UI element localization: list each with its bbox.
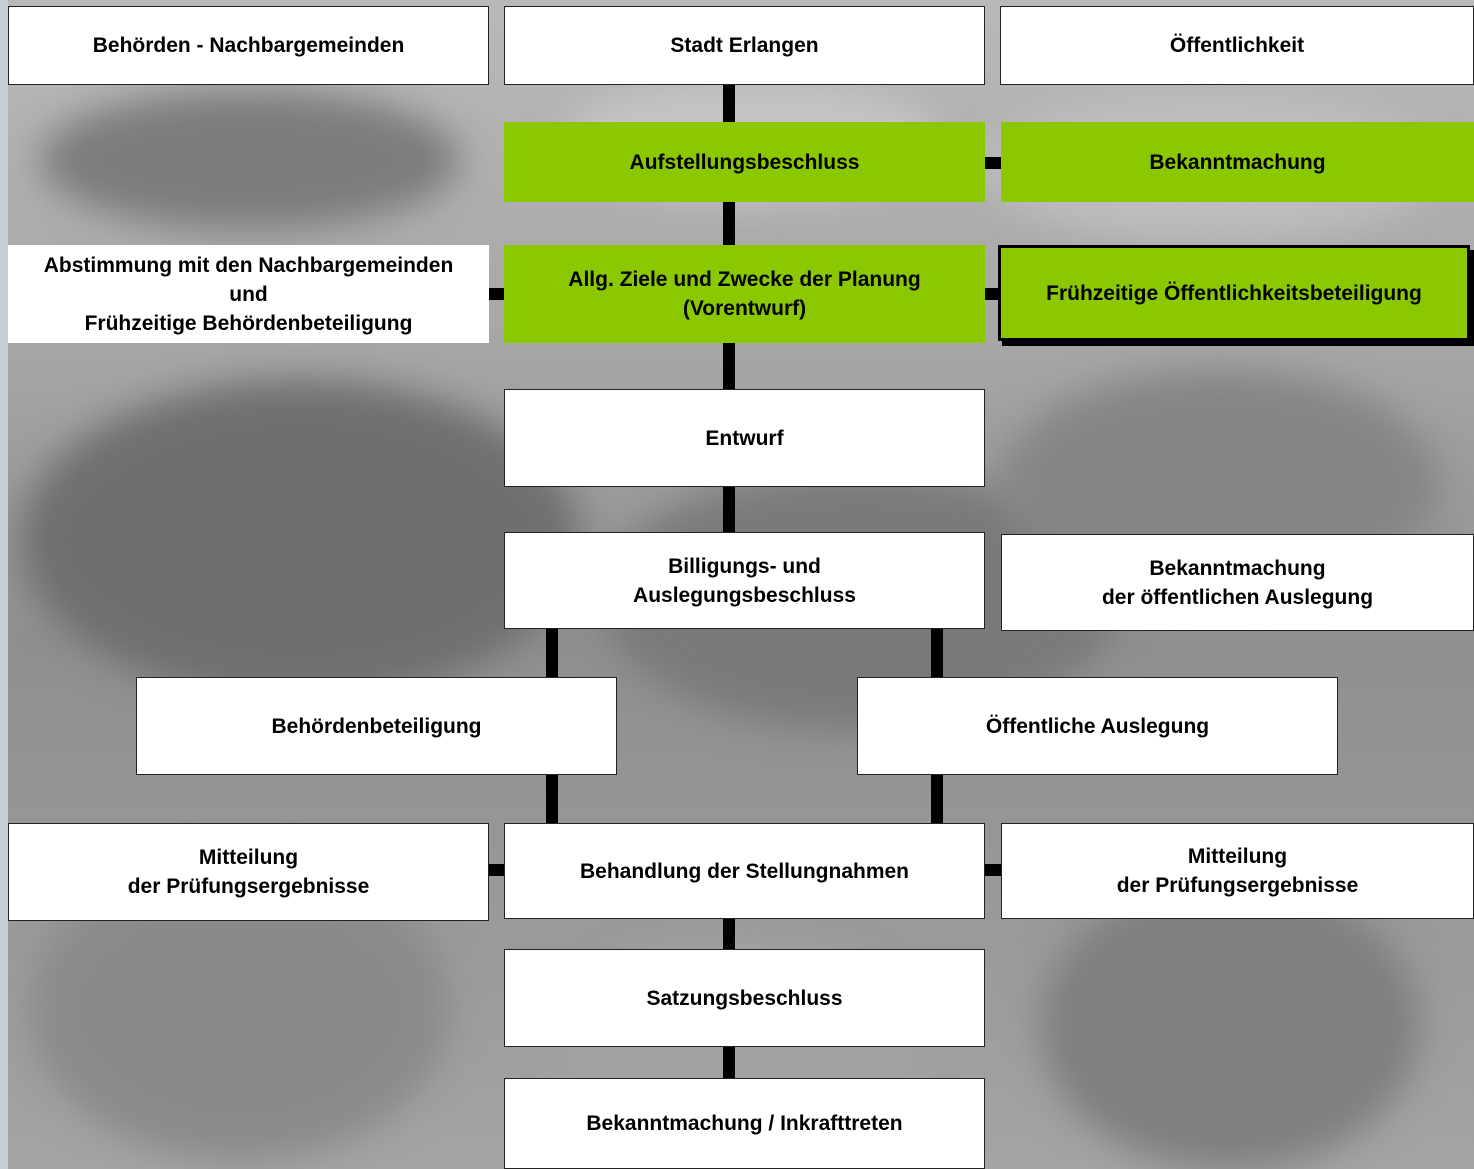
step-inkrafttreten: Bekanntmachung / Inkrafttreten: [504, 1078, 985, 1169]
step-bekanntmachung: Bekanntmachung: [1001, 122, 1474, 202]
connector-center-3: [723, 342, 735, 389]
column-header-left: Behörden - Nachbargemeinden: [8, 6, 489, 85]
column-header-right: Öffentlichkeit: [1000, 6, 1474, 85]
step-aufstellungsbeschluss: Aufstellungsbeschluss: [504, 122, 985, 202]
connector-h-ziele-right: [985, 288, 1001, 300]
connector-h-behandlung-right: [985, 864, 1001, 876]
connector-center-5: [723, 918, 735, 949]
connector-center-4: [723, 486, 735, 532]
connector-center-top: [723, 84, 735, 122]
step-mitteilung-right: Mitteilung der Prüfungsergebnisse: [1001, 823, 1474, 919]
step-fruehzeitige-oeffentlichkeitsbeteiligung: Frühzeitige Öffentlichkeitsbeteiligung: [998, 245, 1470, 341]
step-behoerdenbeteiligung: Behördenbeteiligung: [136, 677, 617, 775]
connector-center-6: [723, 1046, 735, 1078]
step-billigungs-auslegungsbeschluss: Billigungs- und Auslegungsbeschluss: [504, 532, 985, 629]
left-edge-strip: [0, 0, 8, 1169]
step-abstimmung-nachbargemeinden: Abstimmung mit den Nachbargemeinden und …: [8, 245, 489, 343]
step-oeffentliche-auslegung: Öffentliche Auslegung: [857, 677, 1338, 775]
step-ziele-vorentwurf: Allg. Ziele und Zwecke der Planung (Vore…: [504, 245, 985, 343]
step-mitteilung-left: Mitteilung der Prüfungsergebnisse: [8, 823, 489, 921]
connector-center-2: [723, 201, 735, 245]
column-header-center: Stadt Erlangen: [504, 6, 985, 85]
step-satzungsbeschluss: Satzungsbeschluss: [504, 949, 985, 1047]
connector-h-ziele-left: [488, 288, 505, 300]
step-behandlung-stellungnahmen: Behandlung der Stellungnahmen: [504, 823, 985, 919]
connector-h-behandlung-left: [488, 864, 505, 876]
step-entwurf: Entwurf: [504, 389, 985, 487]
connector-h-aufstellung: [985, 157, 1001, 169]
step-bekanntmachung-auslegung: Bekanntmachung der öffentlichen Auslegun…: [1001, 534, 1474, 631]
